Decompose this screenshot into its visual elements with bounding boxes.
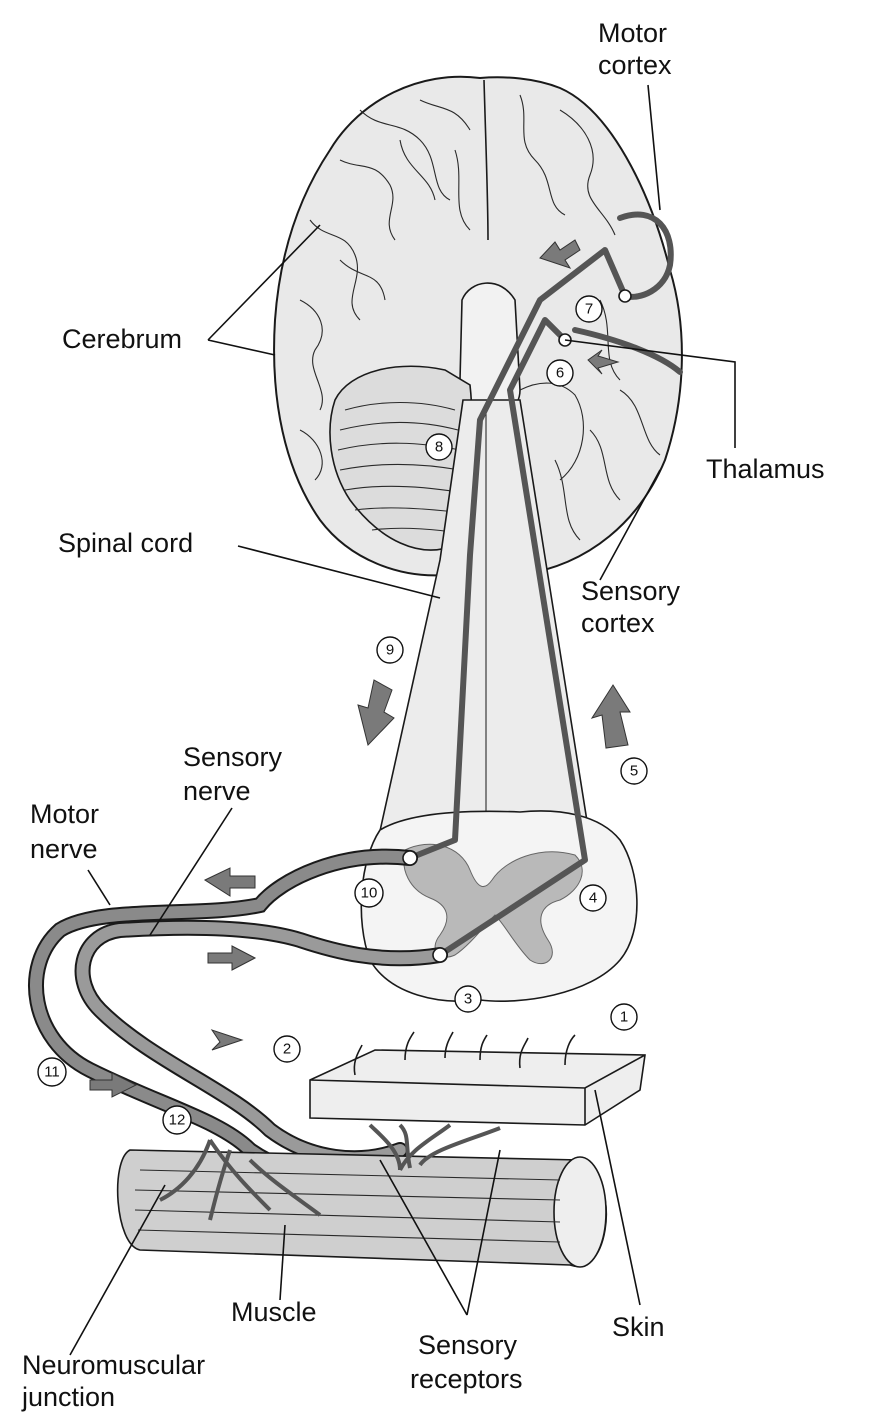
sensory-nerve xyxy=(83,928,440,1159)
muscle-end xyxy=(554,1157,606,1267)
step-9: 9 xyxy=(377,637,403,663)
leader-motor-nerve xyxy=(88,870,110,905)
label-sensory-receptors-1: Sensory xyxy=(418,1330,518,1360)
step-3: 3 xyxy=(455,986,481,1012)
leader-nmj xyxy=(70,1185,165,1355)
svg-text:8: 8 xyxy=(435,439,443,456)
svg-text:9: 9 xyxy=(386,642,394,659)
label-nmj-1: Neuromuscular xyxy=(22,1350,205,1380)
arrow-motor-out xyxy=(205,868,255,896)
sensory-neuron-node xyxy=(433,948,447,962)
step-11: 11 xyxy=(38,1058,66,1086)
label-muscle: Muscle xyxy=(231,1297,317,1327)
cortex-node xyxy=(619,290,631,302)
step-10: 10 xyxy=(355,879,383,907)
svg-text:7: 7 xyxy=(585,301,593,318)
label-skin: Skin xyxy=(612,1312,665,1342)
label-sensory-cortex-1: Sensory xyxy=(581,576,681,606)
label-sensory-nerve-1: Sensory xyxy=(183,742,283,772)
svg-text:6: 6 xyxy=(556,365,564,382)
arrow-step-2 xyxy=(212,1030,242,1050)
muscle xyxy=(118,1140,607,1267)
label-nmj-2: junction xyxy=(21,1382,115,1412)
step-6: 6 xyxy=(547,360,573,386)
step-8: 8 xyxy=(426,434,452,460)
motor-neuron-node xyxy=(403,851,417,865)
label-sensory-nerve-2: nerve xyxy=(183,776,251,806)
label-thalamus: Thalamus xyxy=(706,454,825,484)
label-cerebrum: Cerebrum xyxy=(62,324,182,354)
svg-text:1: 1 xyxy=(620,1009,628,1026)
label-sensory-cortex-2: cortex xyxy=(581,608,655,638)
step-12: 12 xyxy=(163,1106,191,1134)
arrow-sensory-in xyxy=(208,946,255,970)
step-5: 5 xyxy=(621,758,647,784)
step-2: 2 xyxy=(274,1036,300,1062)
svg-text:2: 2 xyxy=(283,1041,291,1058)
svg-text:5: 5 xyxy=(630,763,638,780)
label-motor-nerve-2: nerve xyxy=(30,834,98,864)
skin xyxy=(310,1032,645,1170)
step-7: 7 xyxy=(576,296,602,322)
label-motor-nerve-1: Motor xyxy=(30,799,99,829)
leader-motor-cortex xyxy=(648,85,660,210)
svg-text:12: 12 xyxy=(169,1112,186,1129)
arrow-step-9 xyxy=(358,680,394,745)
svg-text:10: 10 xyxy=(361,885,378,902)
svg-text:11: 11 xyxy=(44,1064,60,1081)
svg-text:4: 4 xyxy=(589,890,597,907)
label-motor-cortex-2: cortex xyxy=(598,50,672,80)
label-sensory-receptors-2: receptors xyxy=(410,1364,523,1394)
arrow-step-5 xyxy=(592,685,630,748)
svg-text:3: 3 xyxy=(464,991,472,1008)
step-4: 4 xyxy=(580,885,606,911)
label-motor-cortex-1: Motor xyxy=(598,18,667,48)
step-1: 1 xyxy=(611,1004,637,1030)
label-spinal-cord: Spinal cord xyxy=(58,528,193,558)
motor-nerve xyxy=(36,857,410,1178)
